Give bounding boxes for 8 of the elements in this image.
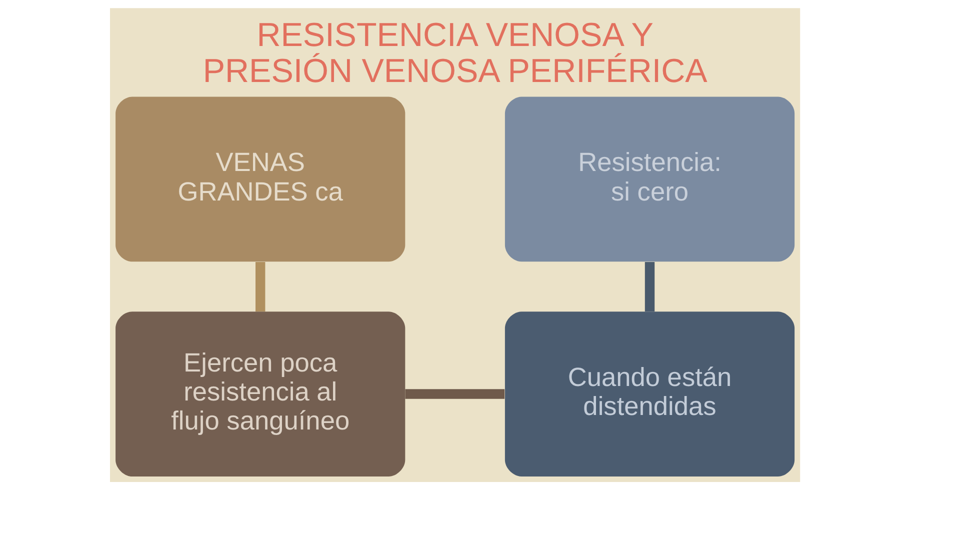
- node-box: Cuando están distendidas: [504, 312, 795, 476]
- diagram-title: RESISTENCIA VENOSA Y PRESIÓN VENOSA PERIFÉRICA: [202, 16, 708, 90]
- node-box: Ejercen poca resistencia al flujo sanguíneo: [116, 312, 406, 476]
- connector: [256, 262, 266, 312]
- connector: [405, 389, 505, 399]
- node-box: VENAS GRANDES ca: [116, 96, 406, 262]
- connector: [644, 262, 655, 312]
- node-box: Resistencia: si cero: [504, 96, 795, 262]
